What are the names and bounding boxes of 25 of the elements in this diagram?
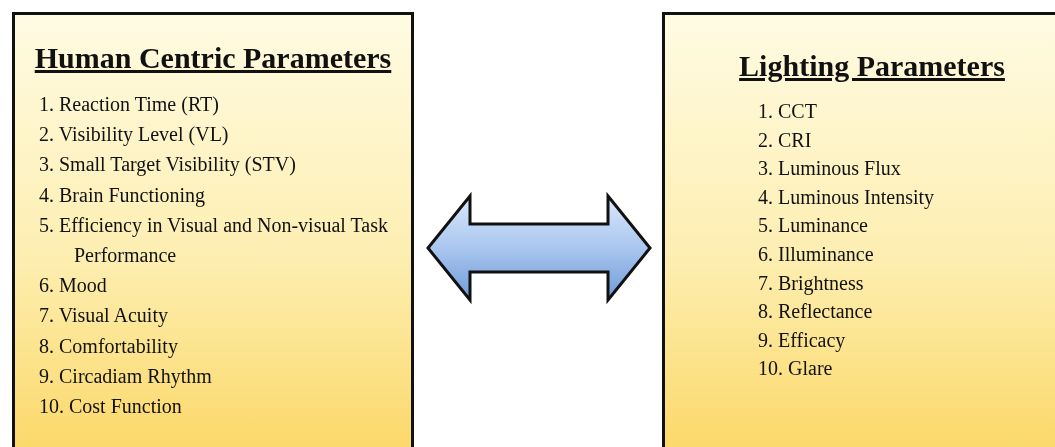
list-item: 4. Luminous Intensity <box>757 184 935 211</box>
list-item: 3. Luminous Flux <box>757 156 901 182</box>
parameter-panel <box>662 12 1055 447</box>
list-item: 2. CRI <box>757 127 812 153</box>
list-item: 3. Small Target Visibility (STV) <box>38 152 296 178</box>
panel-heading: Human Centric Parameters <box>34 41 392 75</box>
list-item: 1. CCT <box>757 99 817 124</box>
list-item: 8. Reflectance <box>757 299 873 325</box>
list-item: 7. Brightness <box>757 270 864 297</box>
list-item: 10. Glare <box>757 356 833 382</box>
list-item: 6. Mood <box>38 273 108 299</box>
panel-heading: Lighting Parameters <box>739 49 1005 83</box>
list-item: 7. Visual Acuity <box>38 303 168 329</box>
list-item: 8. Comfortability <box>38 333 179 360</box>
list-item: 6. Illuminance <box>757 241 874 267</box>
list-item: 10. Cost Function <box>38 394 182 420</box>
list-item: 5. Luminance <box>757 213 868 239</box>
double-arrow <box>426 191 652 305</box>
list-item: 9. Efficacy <box>757 327 846 354</box>
list-item: 2. Visibility Level (VL) <box>38 122 229 148</box>
list-item: 5. Efficiency in Visual and Non-visual Task Performance <box>38 212 389 268</box>
list-item: 4. Brain Functioning <box>38 182 206 209</box>
list-item: 1. Reaction Time (RT) <box>38 92 219 118</box>
list-item: 9. Circadiam Rhythm <box>38 363 212 390</box>
parameter-panel <box>12 12 414 447</box>
